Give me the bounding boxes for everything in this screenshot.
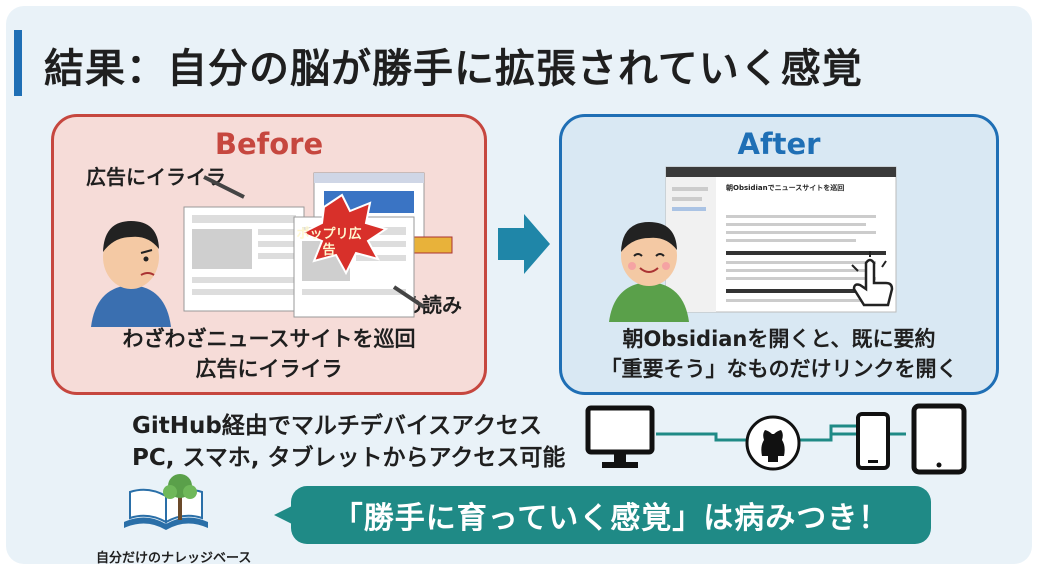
slide: 結果：自分の脳が勝手に拡張されていく感覚 Before 広告にイライラ 斜め読み — [6, 6, 1032, 564]
pointing-hand-icon — [851, 251, 894, 307]
after-caption-line2: 「重要そう」なものだけリンクを開く — [600, 357, 958, 381]
news-sites-illustration — [183, 172, 453, 318]
page-title: 結果：自分の脳が勝手に拡張されていく感覚 — [44, 46, 863, 92]
sync-line2: PC, スマホ, タブレットからアクセス可能 — [132, 445, 566, 471]
after-panel: After 朝Obsidianでニュースサイトを巡回 — [559, 114, 999, 395]
after-caption-line1: 朝Obsidianを開くと、既に要約 — [622, 327, 936, 351]
before-caption-line2: 広告にイライラ — [195, 357, 343, 381]
obsidian-note-title: 朝Obsidianでニュースサイトを巡回 — [726, 184, 845, 192]
monitor-icon — [585, 405, 655, 468]
knowledge-tree-book-icon — [124, 474, 208, 530]
phone-icon — [856, 412, 890, 470]
label-ads-annoying: 広告にイライラ — [86, 165, 226, 189]
github-icon — [745, 415, 801, 471]
before-panel: Before 広告にイライラ 斜め読み — [51, 114, 487, 395]
sync-line1: GitHub経由でマルチデバイスアクセス — [132, 413, 543, 439]
before-heading: Before — [214, 127, 324, 161]
after-heading: After — [737, 127, 821, 161]
title-accent-bar — [14, 30, 22, 96]
conclusion-banner: 「勝手に育っていく感覚」は病みつき！ — [291, 486, 931, 544]
right-arrow-icon — [498, 214, 550, 274]
frustrated-person-illustration — [91, 221, 171, 327]
knowledge-base-label: 自分だけのナレッジベース — [96, 551, 252, 564]
popup-ad-label: ポップリ広告 — [296, 227, 362, 258]
before-caption-line1: わざわざニュースサイトを巡回 — [122, 327, 416, 351]
smiling-person-illustration — [609, 222, 689, 322]
tablet-icon — [911, 403, 967, 475]
